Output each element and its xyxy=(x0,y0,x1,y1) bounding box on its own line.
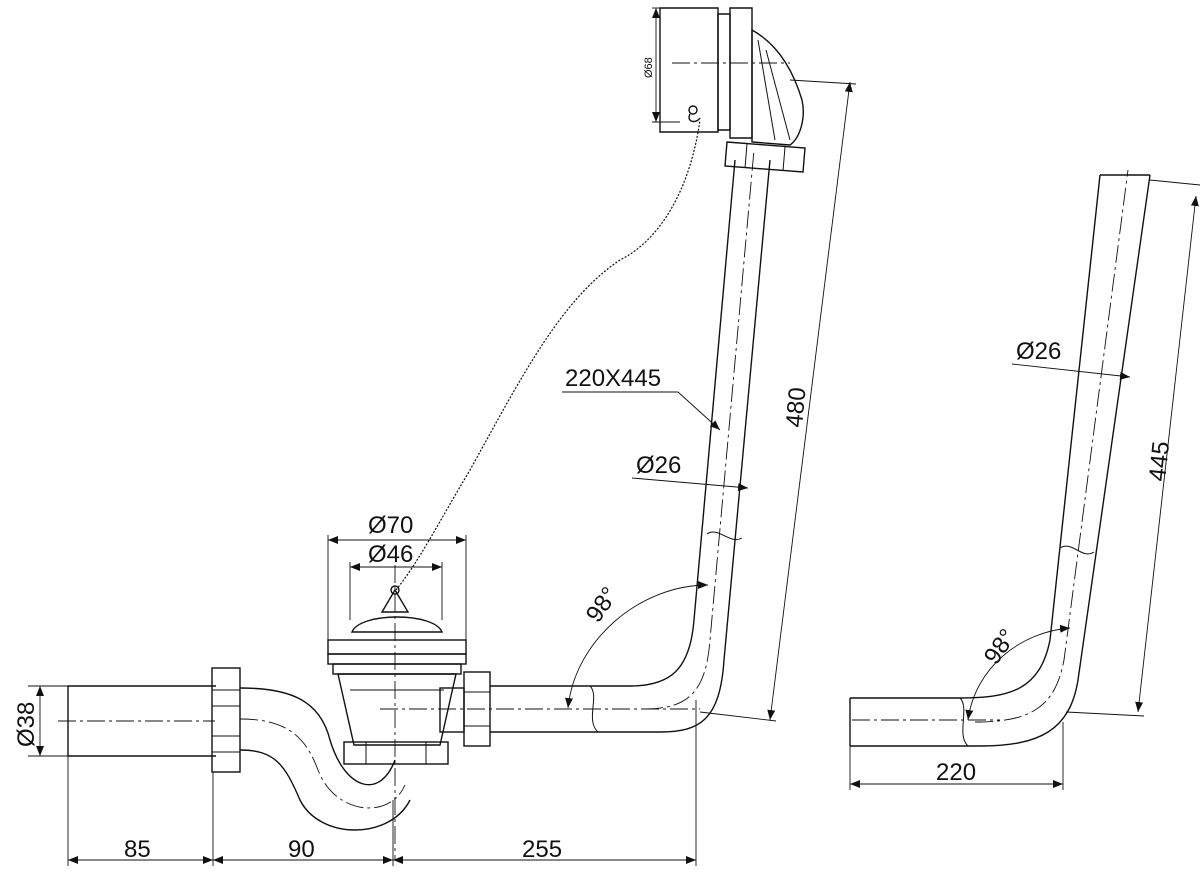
dimension-lines-right xyxy=(849,179,1200,790)
label-pipe-size-main: 220X445 xyxy=(565,365,661,392)
label-length-right: 445 xyxy=(1144,440,1175,483)
label-trap-inlet-diameter: Ø38 xyxy=(13,702,40,747)
plug-chain xyxy=(395,119,701,591)
overflow-head xyxy=(659,7,804,146)
label-angle-right: 98° xyxy=(979,624,1022,669)
riser-nut xyxy=(724,141,806,173)
label-length-main: 480 xyxy=(781,386,811,428)
inlet-pipe xyxy=(58,685,216,757)
label-dim-255: 255 xyxy=(522,836,562,863)
label-waste-outer-diameter: Ø70 xyxy=(368,512,413,539)
label-angle-main: 98° xyxy=(581,582,624,627)
label-overflow-diameter: Ø68 xyxy=(643,57,655,78)
overflow-riser-pipe xyxy=(629,149,771,733)
label-dim-90: 90 xyxy=(288,836,315,863)
label-pipe-diameter-right: Ø26 xyxy=(1016,338,1061,365)
label-dim-220: 220 xyxy=(936,759,976,786)
label-waste-inner-diameter: Ø46 xyxy=(368,541,413,568)
dimension-lines-left xyxy=(28,7,857,866)
waste-body xyxy=(327,565,467,860)
label-dim-85: 85 xyxy=(124,836,151,863)
s-trap xyxy=(239,687,411,831)
inlet-nut xyxy=(211,667,241,773)
label-pipe-diameter-main: Ø26 xyxy=(636,452,681,479)
